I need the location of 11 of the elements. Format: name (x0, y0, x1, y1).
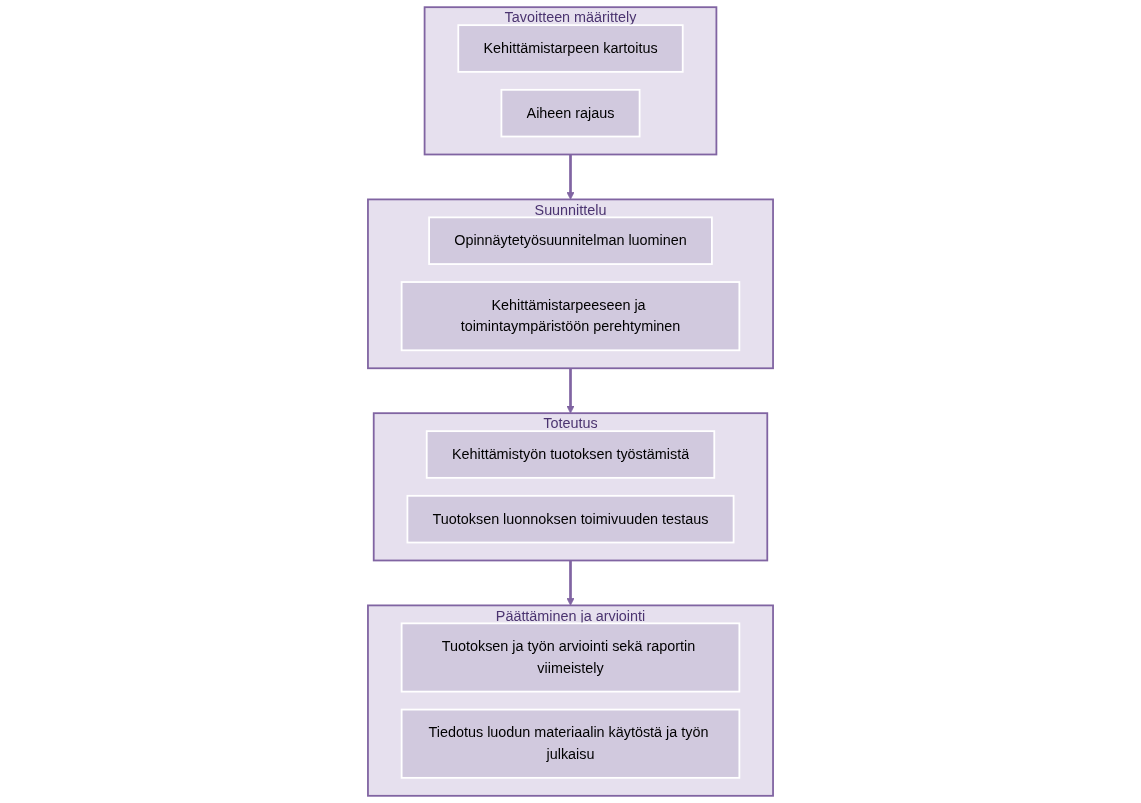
arrow (566, 368, 575, 414)
node-box: Tuotoksen ja työn arviointi sekä raportin viimeistely (400, 622, 741, 693)
node-box: Kehittämistyön tuotoksen työstämistä (425, 430, 716, 479)
node-box: Kehittämistarpeen kartoitus (457, 24, 684, 73)
node-box: Tuotoksen luonnoksen toimivuuden testaus (406, 494, 735, 544)
node-box: Aiheen rajaus (500, 88, 641, 138)
arrow (566, 560, 575, 606)
arrow (566, 154, 575, 200)
node-box: Tiedotus luodun materiaalin käytöstä ja työn julkaisu (400, 708, 741, 779)
node-box: Kehittämistarpeeseen ja toimintaympäristöön perehtyminen (400, 281, 741, 352)
node-box: Opinnäytetyösuunnitelman luominen (428, 216, 713, 265)
